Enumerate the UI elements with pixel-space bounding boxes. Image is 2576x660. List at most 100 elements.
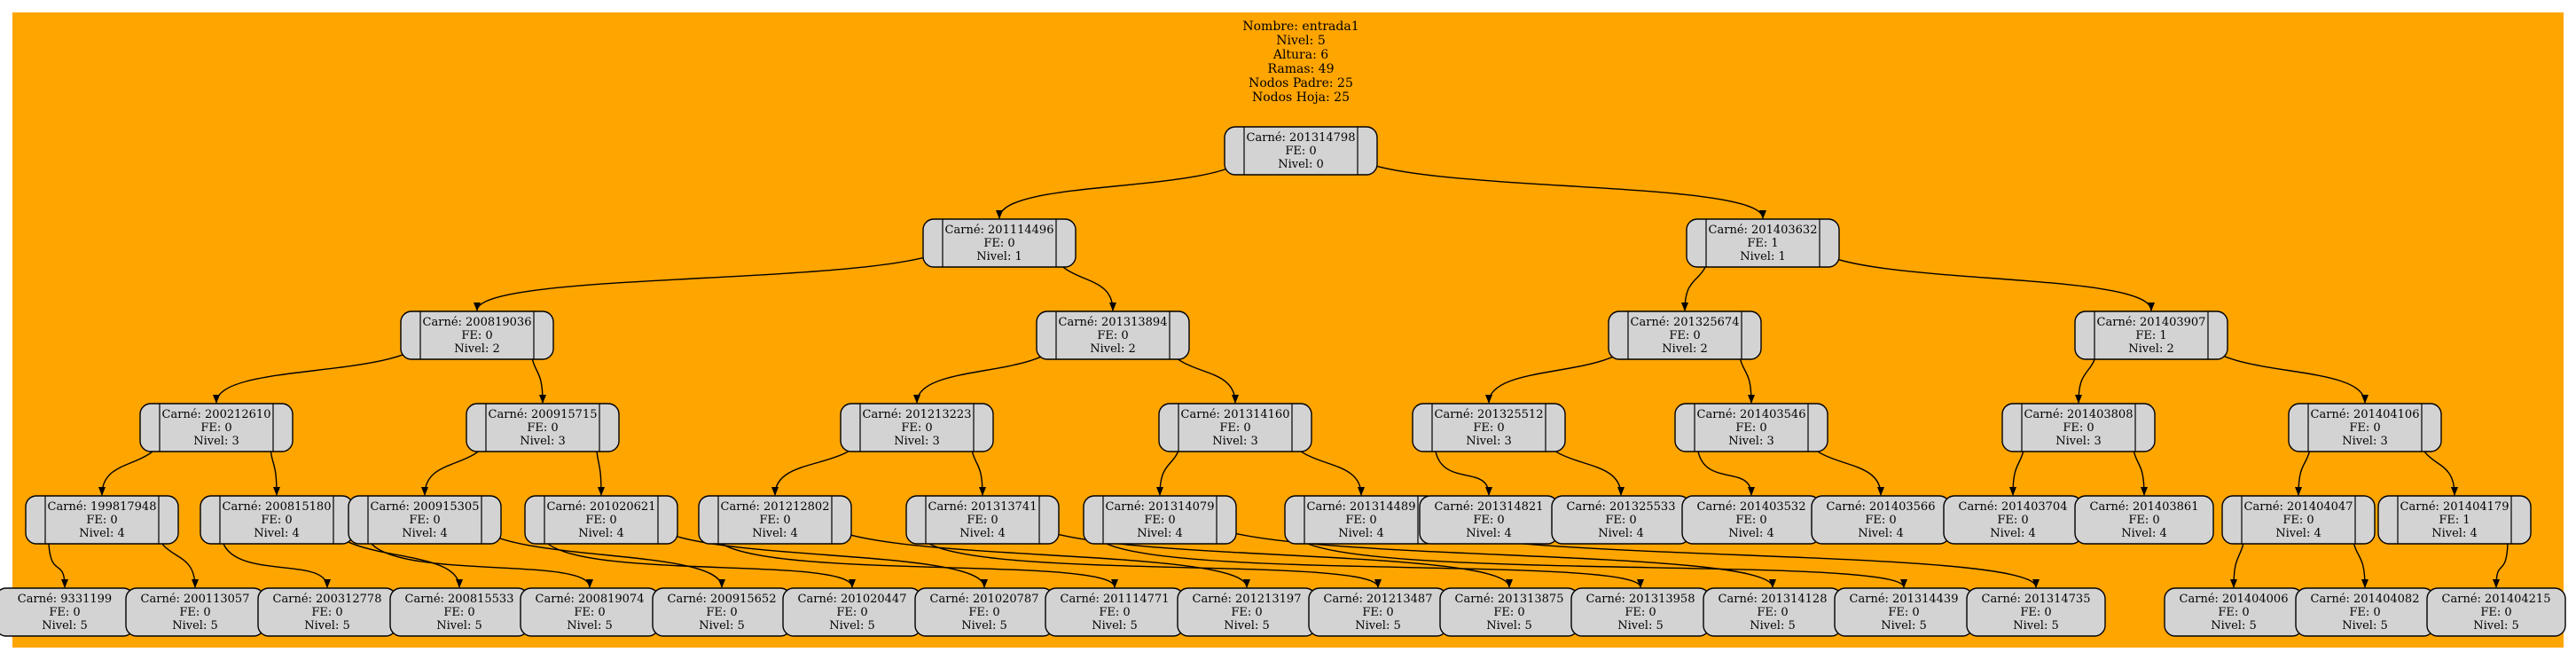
node-carne: Carné: 201314821 xyxy=(1435,500,1544,514)
node-carne: Carné: 201403704 xyxy=(1959,500,2068,514)
tree-edge xyxy=(1697,451,1755,496)
node-fe: FE: 0 xyxy=(1231,606,1262,619)
node-fe: FE: 0 xyxy=(2282,514,2314,527)
node-nivel: Nivel: 5 xyxy=(1881,619,1927,632)
node-carne: Carné: 200915652 xyxy=(668,593,777,606)
node-nivel: Nivel: 3 xyxy=(520,435,566,448)
node-box xyxy=(905,495,1060,545)
node-nivel: Nivel: 5 xyxy=(1750,619,1796,632)
node-nivel: Nivel: 5 xyxy=(2013,619,2059,632)
node-nivel: Nivel: 3 xyxy=(1212,435,1258,448)
node-fe: FE: 0 xyxy=(1144,514,1175,527)
node-nivel: Nivel: 4 xyxy=(1137,527,1183,540)
node-carne: Carné: 200815180 xyxy=(223,500,332,514)
node-fe: FE: 0 xyxy=(461,329,492,342)
node-carne: Carné: 200312778 xyxy=(273,593,382,606)
node-nivel: Nivel: 5 xyxy=(1617,619,1664,632)
node-nivel: Nivel: 5 xyxy=(1092,619,1138,632)
node-fe: FE: 0 xyxy=(1757,606,1788,619)
graph-label-line: Ramas: 49 xyxy=(1268,62,1335,76)
node-box xyxy=(2377,495,2532,545)
tree-edge xyxy=(1307,543,1907,588)
node-nivel: Nivel: 4 xyxy=(2431,527,2478,540)
node-carne: Carné: 201314160 xyxy=(1181,408,1290,421)
node-carne: Carné: 201313894 xyxy=(1059,316,1168,329)
node-nivel: Nivel: 3 xyxy=(2342,435,2388,448)
node-fe: FE: 0 xyxy=(836,606,867,619)
node-fe: FE: 0 xyxy=(1493,606,1524,619)
node-nivel: Nivel: 5 xyxy=(2473,619,2519,632)
tree-edge xyxy=(1035,526,1513,588)
node-carne: Carné: 201403808 xyxy=(2024,408,2134,421)
node-fe: FE: 0 xyxy=(2349,421,2380,435)
node-fe: FE: 0 xyxy=(2128,514,2159,527)
node-carne: Carné: 201213197 xyxy=(1193,593,1302,606)
node-carne: Carné: 201404106 xyxy=(2311,408,2420,421)
tree-edge xyxy=(1815,249,2155,311)
node-fe: FE: 0 xyxy=(179,606,210,619)
node-fe: FE: 0 xyxy=(1219,421,1250,435)
node-carne: Carné: 200815533 xyxy=(405,593,514,606)
node-fe: FE: 0 xyxy=(1473,421,1504,435)
node-fe: FE: 0 xyxy=(585,514,616,527)
tree-edge xyxy=(2493,543,2509,588)
node-nivel: Nivel: 3 xyxy=(1466,435,1512,448)
node-nivel: Nivel: 4 xyxy=(402,527,448,540)
node-nivel: Nivel: 3 xyxy=(2055,435,2102,448)
node-fe: FE: 0 xyxy=(1997,514,2028,527)
node-nivel: Nivel: 5 xyxy=(2342,619,2388,632)
node-nivel: Nivel: 4 xyxy=(79,527,125,540)
node-nivel: Nivel: 3 xyxy=(894,435,940,448)
node-nivel: Nivel: 4 xyxy=(1728,527,1774,540)
node-nivel: Nivel: 4 xyxy=(1598,527,1644,540)
node-nivel: Nivel: 2 xyxy=(1662,342,1708,356)
node-carne: Carné: 201325674 xyxy=(1631,316,1740,329)
node-fe: FE: 0 xyxy=(86,514,117,527)
node-box xyxy=(922,218,1077,268)
node-carne: Carné: 200915305 xyxy=(371,500,480,514)
node-box xyxy=(2074,310,2228,360)
node-fe: FE: 0 xyxy=(1099,606,1130,619)
node-nivel: Nivel: 4 xyxy=(1338,527,1384,540)
node-fe: FE: 0 xyxy=(983,237,1014,250)
node-carne: Carné: 199817948 xyxy=(48,500,157,514)
node-nivel: Nivel: 5 xyxy=(304,619,350,632)
node-carne: Carné: 201403566 xyxy=(1827,500,1936,514)
node-box xyxy=(2221,495,2376,545)
node-box xyxy=(1686,218,1840,268)
node-fe: FE: 0 xyxy=(1605,514,1636,527)
node-box xyxy=(400,310,554,360)
node-nivel: Nivel: 5 xyxy=(1355,619,1401,632)
node-box xyxy=(348,495,502,545)
node-fe: FE: 0 xyxy=(759,514,790,527)
node-nivel: Nivel: 1 xyxy=(1740,250,1786,263)
graph-label-line: Nivel: 5 xyxy=(1276,34,1325,48)
node-fe: FE: 0 xyxy=(49,606,80,619)
node-fe: FE: 0 xyxy=(527,421,558,435)
node-carne: Carné: 200212610 xyxy=(162,408,271,421)
node-fe: FE: 0 xyxy=(706,606,737,619)
node-nivel: Nivel: 4 xyxy=(2121,527,2167,540)
node-fe: FE: 0 xyxy=(1735,514,1766,527)
tree-edge xyxy=(827,526,1250,588)
node-nivel: Nivel: 4 xyxy=(578,527,624,540)
node-nivel: Nivel: 2 xyxy=(454,342,500,356)
